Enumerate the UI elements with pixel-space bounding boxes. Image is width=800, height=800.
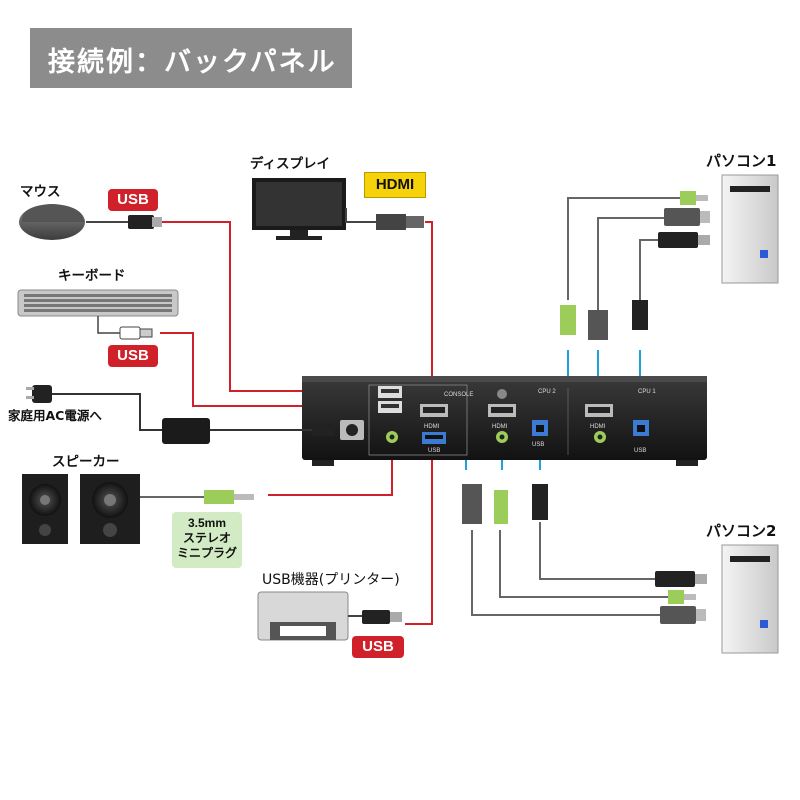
badge-audio-line3: ミニプラグ	[176, 546, 237, 560]
display-illustration	[252, 178, 424, 240]
printer-usb-line	[405, 450, 433, 625]
panel-cpu1-hdmi-label: HDMI	[590, 424, 606, 430]
title-banner: 接続例：バックパネル	[30, 28, 352, 88]
label-keyboard: キーボード	[58, 268, 126, 284]
display-hdmi-line	[425, 221, 433, 410]
panel-cpu2-usb-label: USB	[532, 442, 544, 448]
panel-cpu2-hdmi-label: HDMI	[492, 424, 508, 430]
kvm-switch	[302, 376, 707, 466]
pc-cables	[471, 197, 680, 616]
badge-audio-line1: 3.5mm	[187, 516, 227, 530]
panel-console-hdmi-label: HDMI	[424, 424, 440, 430]
mouse-illustration	[19, 204, 162, 240]
label-pc1: パソコン1	[706, 152, 777, 170]
power-adapter	[26, 385, 334, 444]
badge-hdmi: HDMI	[364, 172, 426, 198]
keyboard-illustration	[17, 289, 179, 340]
speaker-illustration	[22, 474, 254, 544]
pc2-illustration	[462, 484, 779, 654]
label-pc2: パソコン2	[706, 522, 777, 540]
badge-audio-line2: ステレオ	[182, 531, 231, 545]
panel-cpu1-label: CPU 1	[638, 389, 656, 395]
label-speaker: スピーカー	[52, 454, 120, 470]
keyboard-usb-line	[160, 332, 378, 407]
speaker-audio-line	[268, 444, 393, 496]
badge-audio-plug: 3.5mm ステレオ ミニプラグ	[172, 512, 242, 568]
badge-usb-keyboard: USB	[108, 345, 158, 367]
badge-usb-printer: USB	[352, 636, 404, 658]
panel-cpu1-usb-label: USB	[634, 448, 646, 454]
printer-illustration	[257, 591, 402, 641]
badge-usb-mouse: USB	[108, 189, 158, 211]
panel-cpu2-label: CPU 2	[538, 389, 556, 395]
pc1-illustration	[560, 174, 779, 340]
label-display: ディスプレイ	[250, 156, 331, 172]
label-usb-device: USB機器(プリンター)	[262, 572, 400, 588]
label-mouse: マウス	[20, 184, 61, 200]
panel-console-usb-label: USB	[428, 448, 440, 454]
panel-console-label: CONSOLE	[444, 392, 473, 398]
page-title: 接続例：バックパネル	[48, 47, 337, 78]
label-power: 家庭用AC電源へ	[8, 408, 102, 423]
